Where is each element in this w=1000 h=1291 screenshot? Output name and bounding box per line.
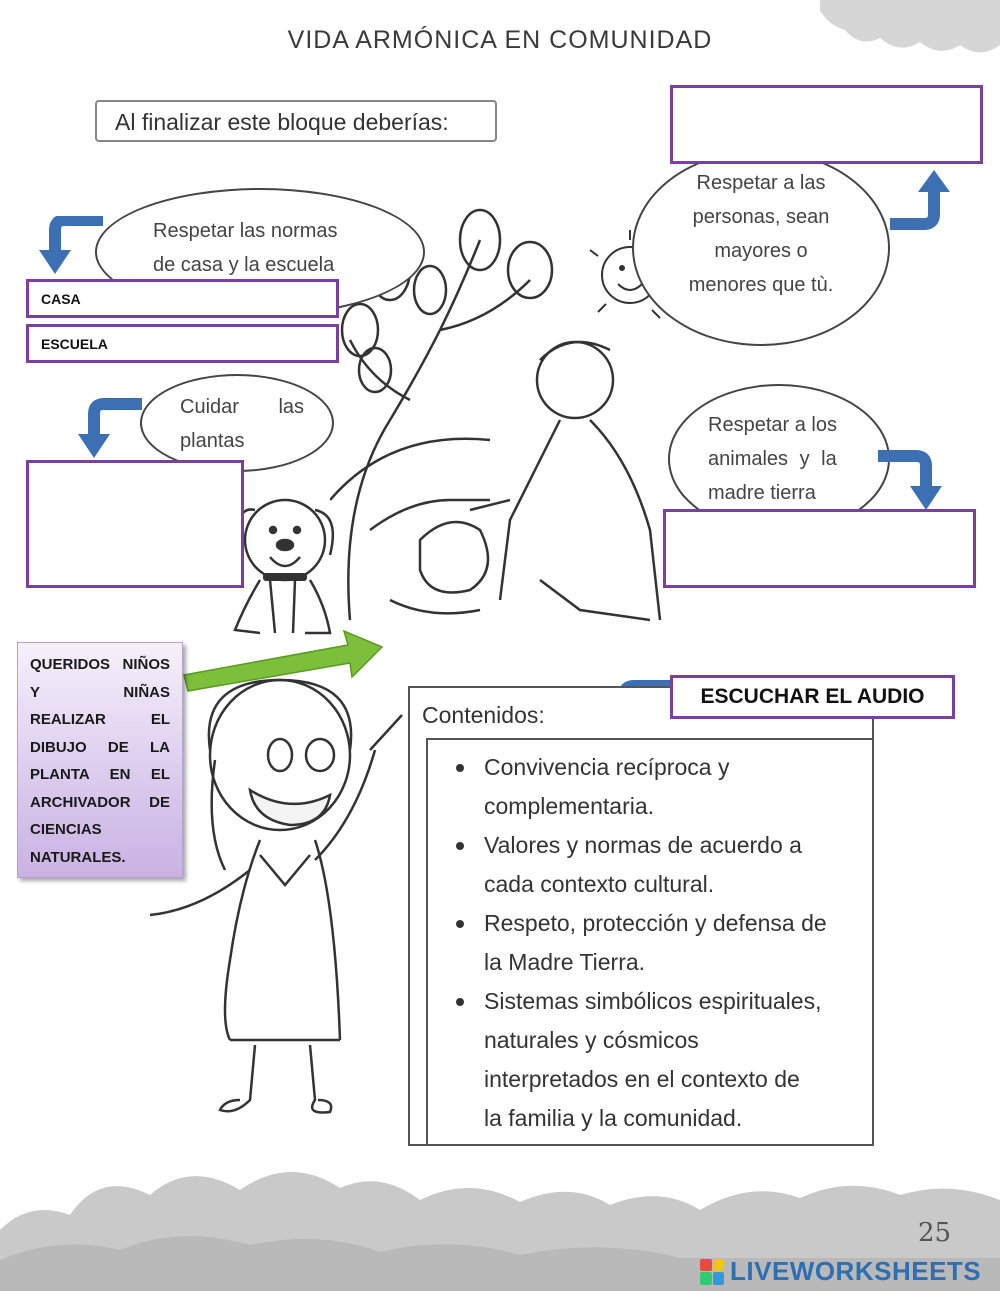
bubble-text-line: Respetar a las <box>696 172 826 194</box>
list-item-line: complementaria. <box>484 793 655 819</box>
bubble-text-line: plantas <box>180 430 245 452</box>
casa-label: CASA <box>41 290 81 307</box>
arrow-down-right-icon <box>878 450 942 510</box>
contents-inner-frame <box>426 738 872 1144</box>
bubble-text-line: Cuidar las <box>180 396 305 418</box>
arrow-down-left-icon <box>78 398 142 458</box>
brand-name: LIVEWORKSHEETS <box>730 1256 982 1286</box>
answer-box-top-right[interactable] <box>670 85 983 164</box>
arrow-up-right-icon <box>890 170 950 230</box>
list-item-line: Convivencia recíproca y <box>484 754 730 780</box>
page-title: VIDA ARMÓNICA EN COMUNIDAD <box>287 26 713 54</box>
bubble-text-line: de casa y la escuela <box>153 254 335 276</box>
bubble-text-line: personas, sean <box>692 206 830 228</box>
contents-heading: Contenidos: <box>422 702 545 728</box>
cloud-decoration-bottom <box>0 1171 1000 1291</box>
list-item: Respeto, protección y defensa de la Madr… <box>452 904 852 982</box>
cloud-decoration-top-right <box>820 0 1000 53</box>
casa-input[interactable]: CASA <box>26 279 339 318</box>
bullet-icon <box>456 920 464 928</box>
bubble-text-line: animales y la <box>708 448 837 470</box>
list-item-line: interpretados en el contexto de <box>484 1066 800 1092</box>
page-number: 25 <box>918 1218 952 1248</box>
girl-illustration <box>149 678 403 1114</box>
bubble-care-plants: Cuidar las plantas <box>140 374 334 472</box>
list-item-line: la Madre Tierra. <box>484 949 646 975</box>
contents-divider <box>426 738 872 740</box>
bullet-icon <box>456 764 464 772</box>
answer-box-animals[interactable] <box>663 509 976 588</box>
list-item-line: Valores y normas de acuerdo a <box>484 832 802 858</box>
list-item: Valores y normas de acuerdo a cada conte… <box>452 826 852 904</box>
bubble-respect-people: Respetar a las personas, sean mayores o … <box>632 150 890 346</box>
goal-heading: Al finalizar este bloque deberías: <box>95 100 497 142</box>
instruction-note: QUERIDOS NIÑOS Y NIÑAS REALIZAR EL DIBUJ… <box>17 642 183 878</box>
bubble-text-line: mayores o <box>714 240 808 262</box>
escuela-input[interactable]: ESCUELA <box>26 324 339 363</box>
list-item-line: la familia y la comunidad. <box>484 1105 743 1131</box>
answer-box-plants[interactable] <box>26 460 244 588</box>
bubble-text-line: menores que tù. <box>688 274 834 296</box>
arrow-down-left-icon <box>39 216 103 274</box>
list-item: Sistemas simbólicos espirituales, natura… <box>452 982 852 1138</box>
list-item-line: naturales y cósmicos <box>484 1027 699 1053</box>
bullet-icon <box>456 998 464 1006</box>
bubble-text-line: Respetar las normas <box>153 220 338 242</box>
contents-list: Convivencia recíproca y complementaria. … <box>452 748 852 1138</box>
liveworksheets-logo-icon <box>700 1258 724 1285</box>
list-item: Convivencia recíproca y complementaria. <box>452 748 852 826</box>
dog-illustration <box>233 498 335 635</box>
listen-audio-button[interactable]: ESCUCHAR EL AUDIO <box>670 675 955 719</box>
list-item-line: Sistemas simbólicos espirituales, <box>484 988 822 1014</box>
bubble-text-line: madre tierra <box>708 482 816 504</box>
contents-box: Contenidos: Convivencia recíproca y comp… <box>408 686 874 1146</box>
bullet-icon <box>456 842 464 850</box>
bubble-text-line: Respetar a los <box>708 414 837 436</box>
escuela-label: ESCUELA <box>41 335 108 352</box>
list-item-line: Respeto, protección y defensa de <box>484 910 827 936</box>
liveworksheets-brand[interactable]: LIVEWORKSHEETS <box>700 1256 981 1287</box>
list-item-line: cada contexto cultural. <box>484 871 715 897</box>
tree-illustration <box>330 208 677 622</box>
green-arrow-icon <box>183 629 384 692</box>
